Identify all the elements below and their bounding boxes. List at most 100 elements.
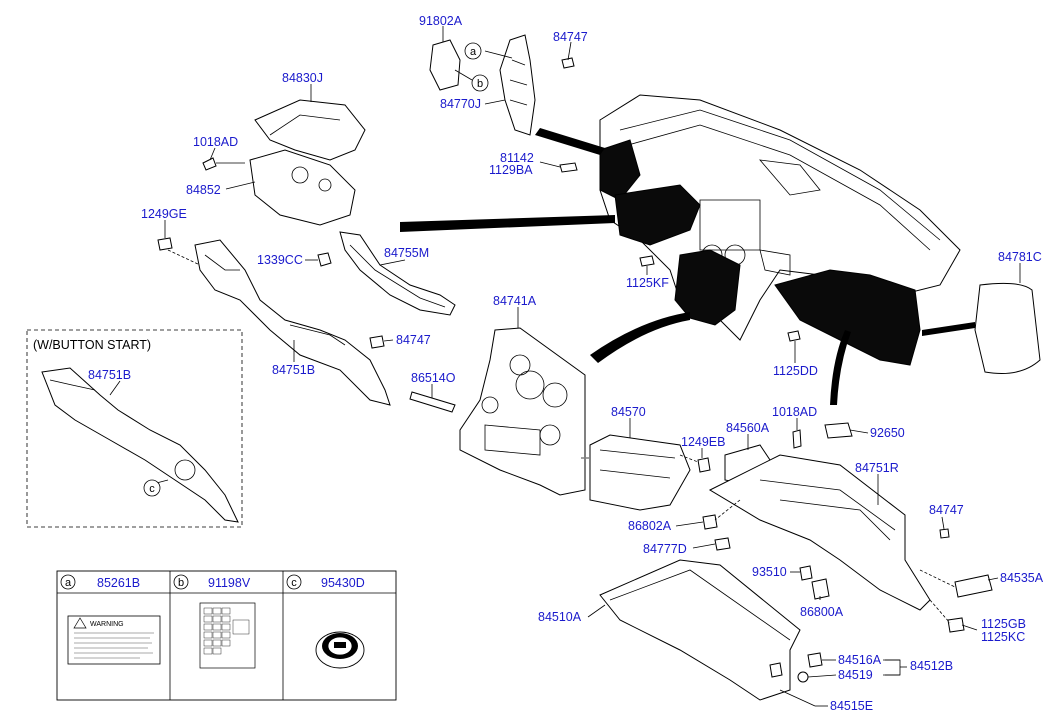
label-1339CC: 1339CC (257, 253, 303, 267)
table-key-c: c (291, 577, 297, 589)
label-84747-right: 84747 (929, 503, 964, 517)
leader-lines (109, 26, 1021, 707)
reference-table: a 85261B b 91198V c 95430D WARNING (56, 570, 397, 701)
clip-86802A (702, 514, 718, 530)
label-86514O: 86514O (411, 371, 456, 385)
dashboard-assembly (599, 94, 961, 366)
part-84515E-cap (769, 662, 783, 678)
part-84515E (779, 689, 816, 707)
label-84516A: 84516A (838, 653, 882, 667)
label-84751B-left: 84751B (88, 368, 131, 382)
screw-1018AD-b (792, 429, 802, 449)
label-1125DD: 1125DD (773, 364, 818, 378)
part-92650 (824, 422, 853, 439)
screw-1249EB (697, 457, 711, 473)
label-92650: 92650 (870, 426, 905, 440)
screw-1018AD (202, 157, 245, 171)
label-84852: 84852 (186, 183, 221, 197)
housing-84751R (708, 454, 931, 611)
callout-labels: 91802A 84747 84770J 84830J 1018AD 84852 … (141, 14, 1044, 713)
clip-84777D (714, 537, 731, 551)
panel-84751B (194, 239, 391, 406)
label-81142: 81142 (500, 151, 534, 165)
label-1129BA: 1129BA (489, 163, 533, 177)
label-84560A: 84560A (726, 421, 770, 435)
marker-c-circle (143, 479, 161, 497)
label-1249EB: 1249EB (681, 435, 725, 449)
screw-81142 (559, 162, 578, 173)
table-part-85261B: 85261B (97, 576, 140, 590)
marker-a: a (470, 46, 477, 58)
warning-triangle-icon (73, 617, 87, 629)
label-1125KF: 1125KF (626, 276, 669, 290)
panel-84751B-variant (41, 367, 239, 523)
table-part-95430D: 95430D (321, 576, 365, 590)
screw-1249GE (157, 237, 201, 266)
screw-1125GB (947, 617, 965, 633)
label-84747-mid: 84747 (396, 333, 431, 347)
clip-1339CC (317, 252, 332, 267)
label-84777D: 84777D (643, 542, 687, 556)
label-1018AD-b: 1018AD (772, 405, 817, 419)
start-button-illustration (315, 631, 365, 669)
strip-86514O (409, 391, 456, 413)
label-93510: 93510 (752, 565, 787, 579)
label-1018AD-a: 1018AD (193, 135, 238, 149)
part-84516A (807, 652, 823, 668)
label-84781C: 84781C (998, 250, 1042, 264)
table-part-91198V: 91198V (208, 576, 251, 590)
label-84535A: 84535A (1000, 571, 1044, 585)
screw-1125KF (639, 255, 655, 267)
table-key-b: b (178, 577, 184, 589)
label-84570: 84570 (611, 405, 646, 419)
marker-a-circle (464, 42, 482, 60)
cover-84781C (974, 282, 1041, 374)
label-86800A: 86800A (800, 605, 844, 619)
screw-1125DD (787, 330, 801, 342)
clip-84747-top (561, 57, 575, 69)
variant-box-caption: (W/BUTTON START) (33, 338, 151, 352)
bezel-91802A (429, 39, 461, 91)
marker-b-circle (471, 74, 489, 92)
label-84515E: 84515E (830, 699, 873, 713)
label-91802A: 91802A (419, 14, 463, 28)
label-84519: 84519 (838, 668, 873, 682)
variant-box-border (26, 329, 243, 528)
part-86800A (811, 578, 830, 600)
label-84741A: 84741A (493, 294, 537, 308)
bracket-line-84512B (885, 659, 901, 676)
clip-84747-right (939, 528, 950, 539)
variant-box: (W/BUTTON START) 84751B c (26, 329, 243, 528)
label-1125KC: 1125KC (981, 630, 1025, 644)
label-84751R: 84751R (855, 461, 899, 475)
label-84751B-right: 84751B (272, 363, 315, 377)
label-86802A: 86802A (628, 519, 672, 533)
bracket-84755M (339, 231, 456, 316)
table-key-a: a (65, 577, 72, 589)
start-button-hole (174, 459, 196, 481)
warning-title: WARNING (90, 621, 124, 628)
label-1249GE: 1249GE (141, 207, 187, 221)
part-84519 (797, 671, 809, 683)
label-84747-top: 84747 (553, 30, 588, 44)
unit-84570 (589, 434, 691, 511)
label-1125GB: 1125GB (981, 617, 1026, 631)
column-shroud (249, 99, 366, 226)
part-84535A (954, 574, 993, 598)
center-fascia-84741A (459, 327, 586, 496)
part-93510 (799, 565, 813, 581)
fuse-label-illustration (199, 602, 256, 669)
warning-label-illustration: WARNING (67, 615, 161, 665)
label-84512B: 84512B (910, 659, 953, 673)
label-84770J: 84770J (440, 97, 481, 111)
label-84510A: 84510A (538, 610, 582, 624)
panel-84770J (499, 34, 536, 136)
clip-84747-mid (369, 335, 385, 349)
door-84510A (599, 559, 801, 701)
label-84830J: 84830J (282, 71, 323, 85)
label-84755M: 84755M (384, 246, 429, 260)
marker-b: b (477, 78, 483, 90)
marker-c: c (149, 483, 155, 495)
